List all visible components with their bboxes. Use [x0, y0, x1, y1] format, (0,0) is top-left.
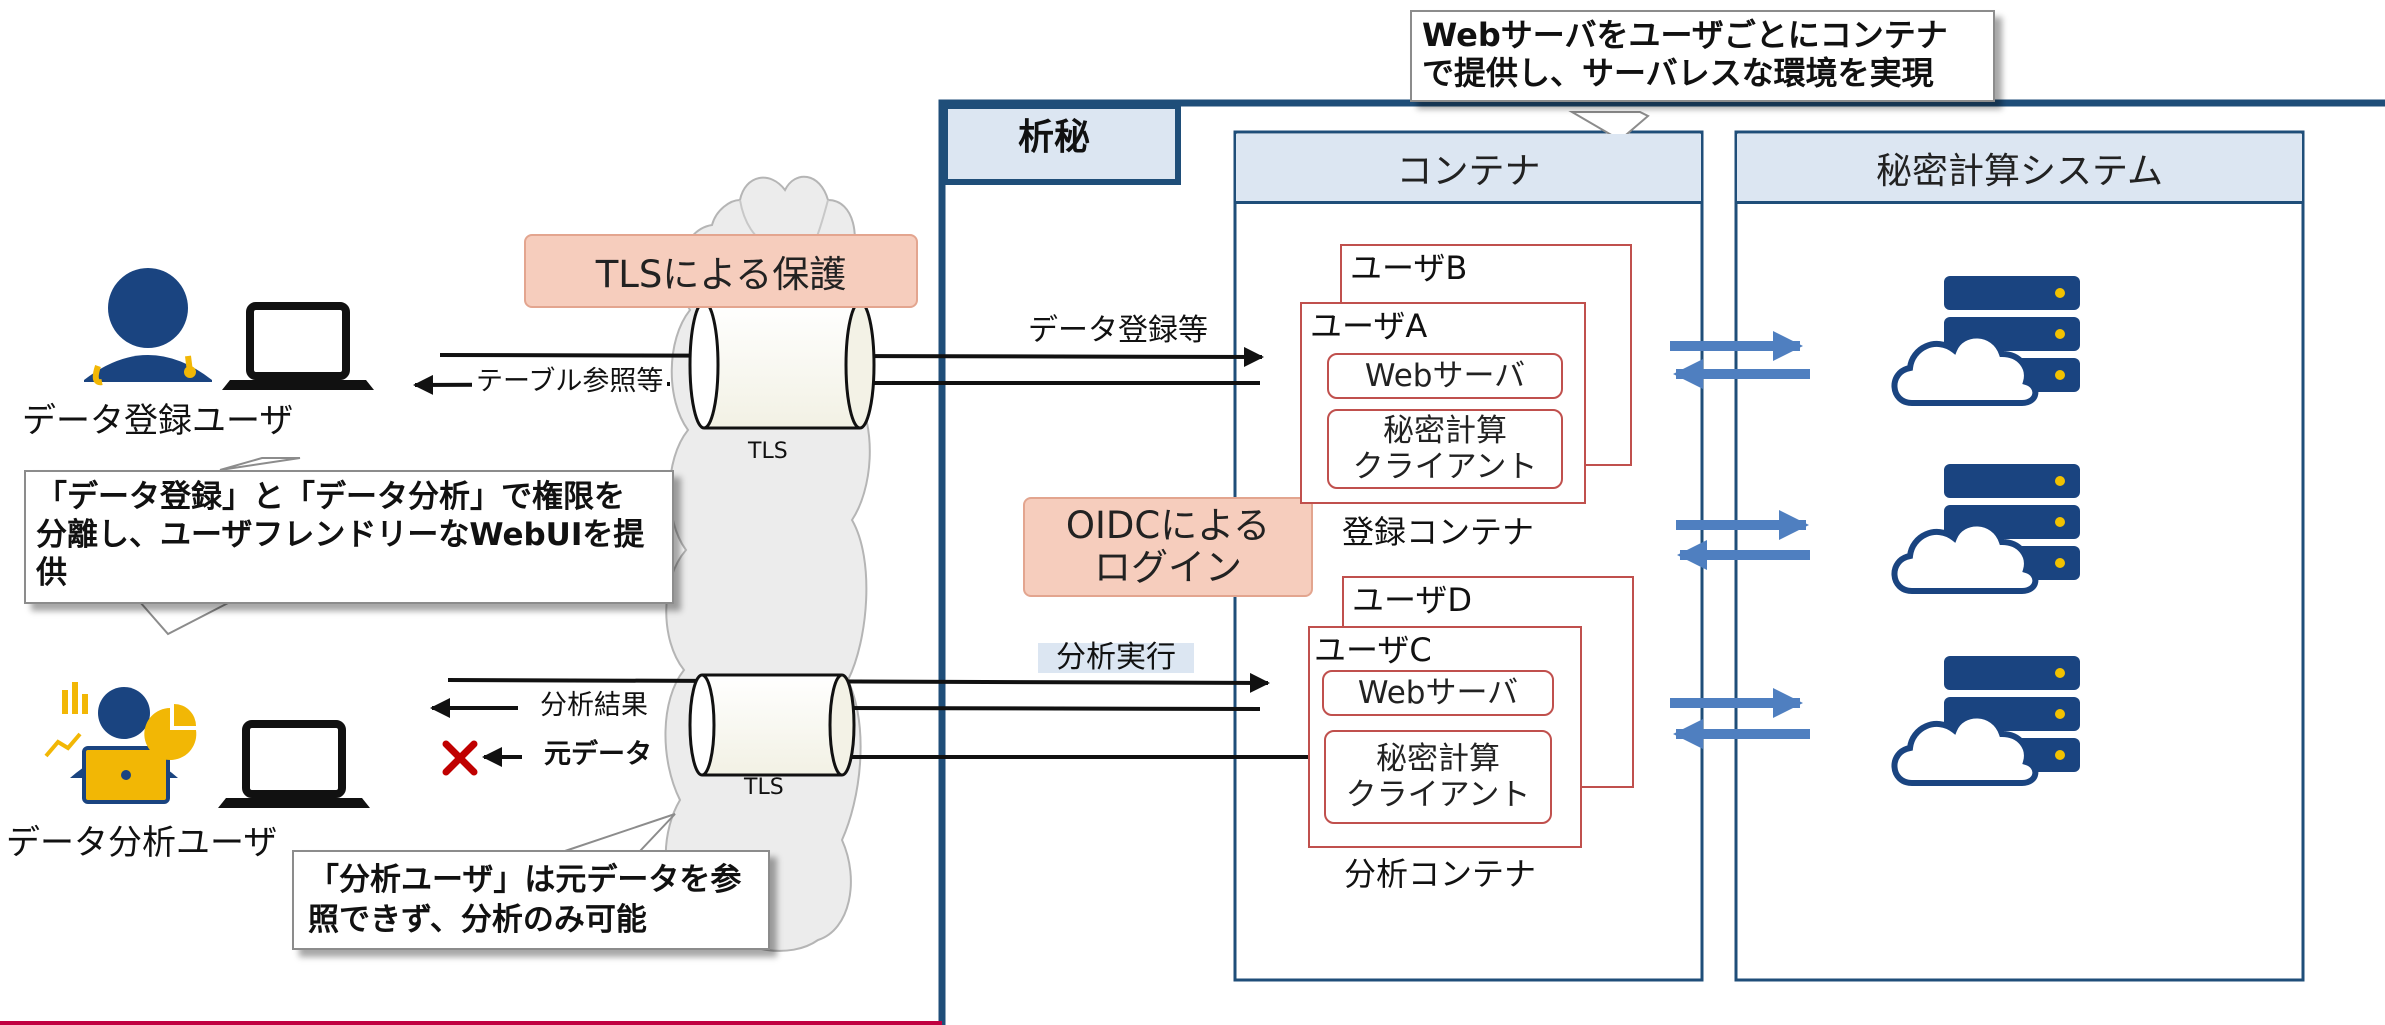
secure-client-box: 秘密計算 クライアント: [1324, 730, 1552, 824]
oidc-line: ログイン: [1094, 546, 1242, 589]
secure-client-box: 秘密計算 クライアント: [1327, 409, 1563, 489]
callout-tail: [219, 457, 301, 471]
callout-tail: [137, 601, 231, 636]
client-line: クライアント: [1345, 777, 1531, 813]
container-user-a: ユーザA Webサーバ 秘密計算 クライアント: [1300, 302, 1586, 504]
result-line: [839, 706, 1261, 711]
callout-line: 供: [36, 555, 67, 591]
callout-line: 「分析ユーザ」は元データを参: [308, 862, 742, 898]
secure-system-header: 秘密計算システム: [1737, 134, 2302, 204]
callout-analysis-only: 「分析ユーザ」は元データを参 照できず、分析のみ可能: [292, 850, 770, 950]
oidc-line: OIDCによる: [1065, 504, 1271, 547]
client-line: 秘密計算: [1383, 413, 1507, 449]
system-label-box: [942, 103, 1181, 185]
cloud-icon: [1891, 332, 2039, 406]
analyst-icon: [44, 682, 197, 804]
server-icon: [1891, 656, 2080, 786]
user-b-label: ユーザB: [1350, 249, 1468, 287]
cross-icon: [442, 740, 478, 776]
oidc-login-box: OIDCによる ログイン: [1023, 497, 1313, 597]
raw-data-label: 元データ: [540, 741, 656, 768]
callout-line: 「データ登録」と「データ分析」で権限を: [36, 479, 625, 515]
web-server-box: Webサーバ: [1322, 670, 1554, 716]
analysis-result-label: 分析結果: [536, 692, 652, 719]
callout-line: Webサーバをユーザごとにコンテナ: [1422, 16, 1948, 54]
analysis-container-label: 分析コンテナ: [1344, 855, 1537, 893]
tunnel-icon: [688, 300, 876, 430]
analysis-exec-label: 分析実行: [1038, 643, 1194, 673]
callout-serverless: Webサーバをユーザごとにコンテナ で提供し、サーバレスな環境を実現: [1410, 10, 1995, 102]
sync-arrows: [1670, 331, 1810, 749]
cloud-icon: [1891, 520, 2039, 594]
tunnel-icon: [688, 673, 856, 777]
laptop-icon: [222, 302, 374, 390]
web-server-box: Webサーバ: [1327, 353, 1563, 399]
client-line: 秘密計算: [1376, 741, 1500, 777]
server-icon: [1891, 276, 2080, 406]
user-d-label: ユーザD: [1352, 581, 1473, 619]
callout-tail: [1568, 111, 1650, 142]
table-ref-label: テーブル参照等: [472, 368, 668, 395]
data-register-label: データ登録等: [1028, 313, 1208, 348]
user-c-label: ユーザC: [1314, 631, 1432, 669]
callout-line: 照できず、分析のみ可能: [308, 902, 647, 938]
user-a-label: ユーザA: [1310, 307, 1428, 345]
client-line: クライアント: [1352, 449, 1538, 485]
callout-line: 分離し、ユーザフレンドリーなWebUIを提: [36, 517, 645, 553]
tls-protection-box: TLSによる保護: [524, 234, 918, 308]
tls-label: TLS: [744, 775, 784, 800]
register-user-label: データ登録ユーザ: [22, 401, 294, 441]
callout-tail: [564, 813, 676, 852]
tls-label: TLS: [748, 439, 788, 464]
analysis-user-label: データ分析ユーザ: [6, 823, 278, 863]
container-user-c: ユーザC Webサーバ 秘密計算 クライアント: [1308, 626, 1582, 848]
register-container-label: 登録コンテナ: [1342, 513, 1535, 551]
laptop-icon: [218, 720, 370, 808]
person-icon: [84, 268, 212, 386]
container-header: コンテナ: [1236, 134, 1701, 204]
cloud-icon: [1891, 712, 2039, 786]
analysis-request-arrow: [447, 672, 1270, 693]
server-icon: [1891, 464, 2080, 594]
callout-permission: 「データ登録」と「データ分析」で権限を 分離し、ユーザフレンドリーなWebUIを…: [24, 470, 674, 604]
callout-line: で提供し、サーバレスな環境を実現: [1422, 54, 1934, 92]
system-name: 析秘: [1018, 117, 1091, 158]
